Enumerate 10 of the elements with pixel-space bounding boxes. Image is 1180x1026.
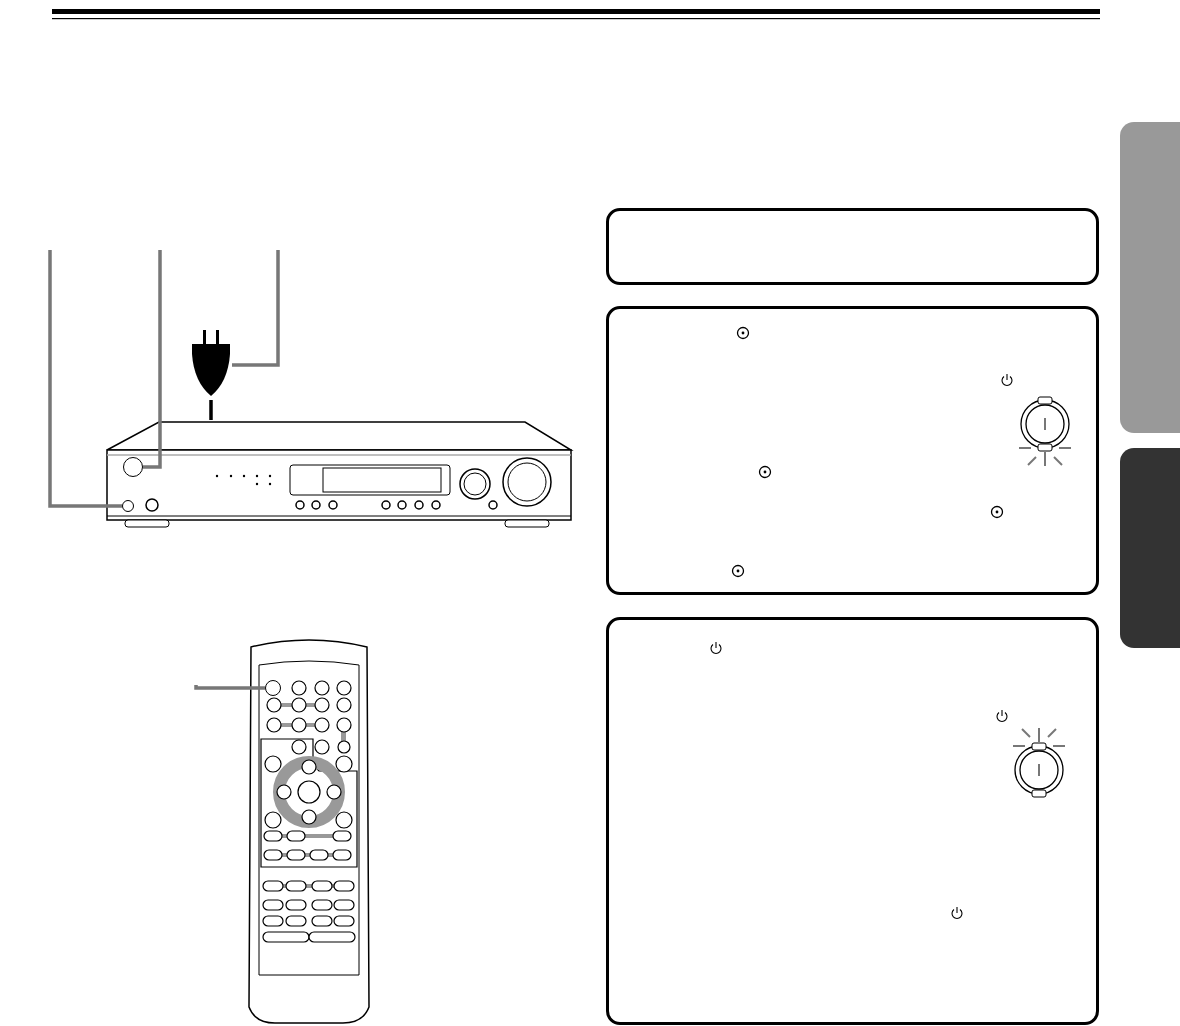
leader-line xyxy=(232,250,280,367)
section-tab xyxy=(1120,448,1180,648)
leader-line xyxy=(48,250,122,508)
section-tab xyxy=(1120,122,1180,433)
instruction-panel xyxy=(606,617,1099,1025)
instruction-panel xyxy=(606,306,1099,595)
leader-line xyxy=(143,250,162,469)
instruction-panel xyxy=(606,208,1099,285)
power-cord xyxy=(209,400,213,420)
leader-line xyxy=(194,685,265,690)
